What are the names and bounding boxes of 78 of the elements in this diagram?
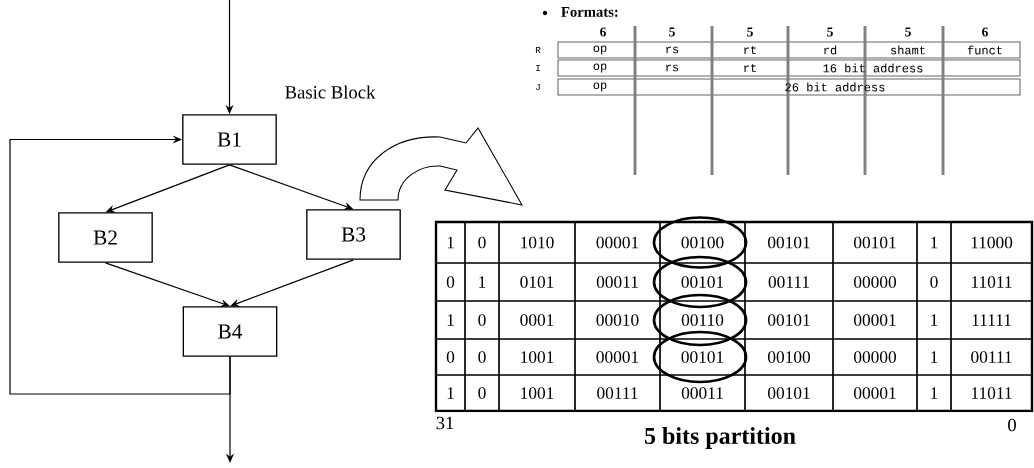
bit-width: 6: [982, 27, 988, 37]
table-cell: 00011: [574, 262, 661, 302]
format-letter: R: [535, 46, 541, 54]
table-cell: 00100: [659, 221, 746, 264]
table-cell: 00011: [659, 374, 746, 412]
field-name: rs: [666, 46, 679, 54]
table-cell: 11111: [950, 300, 1033, 340]
table-cell: 1010: [498, 221, 576, 264]
table-cell: 00101: [659, 338, 746, 376]
format-letter: I: [536, 64, 540, 72]
table-cell: 0: [464, 300, 500, 340]
block-box: B2: [58, 212, 153, 263]
field-name: rs: [666, 64, 679, 72]
table-cell: 1: [435, 221, 466, 264]
table-cell: 00101: [832, 221, 918, 264]
block-box: B1: [182, 114, 277, 165]
table-cell: 00000: [832, 338, 918, 376]
bit-width: 5: [747, 27, 753, 37]
table-cell: 00010: [574, 300, 661, 340]
field-name: rt: [744, 63, 756, 73]
table-cell: 1001: [498, 374, 576, 412]
arrow: [9, 135, 231, 395]
heading: Formats:: [561, 7, 618, 17]
arrow: [104, 262, 230, 307]
table-cell: 0: [435, 338, 466, 376]
table-cell: 0: [464, 338, 500, 376]
field-name: rd: [824, 45, 837, 55]
bit-width: 6: [600, 27, 606, 37]
field-name: op: [593, 82, 607, 92]
table-cell: 00000: [832, 262, 918, 302]
table-cell: 00101: [744, 300, 834, 340]
table-cell: 00001: [832, 374, 918, 412]
table-cell: 0: [464, 374, 500, 412]
table-cell: 1: [464, 262, 500, 302]
field-name: shamt: [891, 45, 925, 55]
table-cell: 0101: [498, 262, 576, 302]
field-name: op: [593, 63, 607, 73]
table-cell: 0001: [498, 300, 576, 340]
table-cell: 1: [916, 300, 952, 340]
table-cell: 0: [464, 221, 500, 264]
table-cell: 0: [916, 262, 952, 302]
table-cell: 00001: [574, 338, 661, 376]
field-name: rt: [744, 45, 756, 55]
arrow: [230, 259, 355, 307]
annotation: Basic Block: [285, 85, 376, 99]
table-cell: 1: [916, 374, 952, 412]
table-cell: 0: [435, 262, 466, 302]
block-box: B3: [306, 209, 401, 260]
table-cell: 00001: [574, 221, 661, 264]
caption: 5 bits partition: [644, 427, 796, 449]
table-cell: 00101: [744, 374, 834, 412]
bit-index: 31: [436, 416, 454, 430]
table-cell: 00110: [659, 300, 746, 340]
table-cell: 00111: [574, 374, 661, 412]
table-cell: 00111: [950, 338, 1033, 376]
table-cell: 1: [916, 338, 952, 376]
bit-index: 0: [1008, 418, 1016, 432]
field-name: 26 bit address: [785, 82, 885, 92]
table-cell: 11000: [950, 221, 1033, 264]
table-cell: 11011: [950, 262, 1033, 302]
table-cell: 00100: [744, 338, 834, 376]
bit-width: 5: [669, 27, 675, 37]
format-letter: J: [536, 83, 540, 91]
table-cell: 00001: [832, 300, 918, 340]
table-cell: 00101: [659, 262, 746, 302]
field-name: funct: [967, 45, 1002, 55]
table-cell: 00111: [744, 262, 834, 302]
table-cell: 11011: [950, 374, 1033, 412]
bit-width: 5: [827, 27, 833, 37]
table-cell: 1: [435, 300, 466, 340]
table-cell: 1: [435, 374, 466, 412]
field-name: op: [593, 45, 607, 55]
table-cell: 1: [916, 221, 952, 264]
table-cell: 00101: [744, 221, 834, 264]
block-box: B4: [182, 306, 278, 357]
bit-width: 5: [905, 27, 911, 37]
field-name: 16 bit address: [823, 63, 923, 73]
table-cell: 1001: [498, 338, 576, 376]
